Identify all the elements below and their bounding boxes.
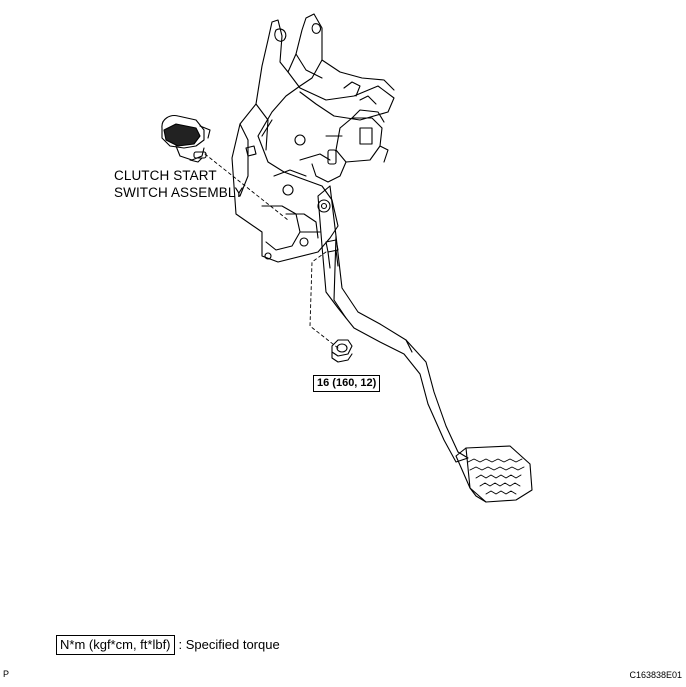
switch-label-line1: CLUTCH START (114, 168, 217, 183)
figure-code: C163838E01 (629, 670, 682, 680)
torque-callout: 16 (160, 12) (313, 375, 381, 392)
switch-mount (299, 95, 389, 183)
switch-label-line2: SWITCH ASSEMBLY (114, 185, 244, 200)
clutch-start-switch (161, 115, 211, 163)
clutch-pedal-lever (317, 185, 533, 503)
legend: N*m (kgf*cm, ft*lbf) : Specified torque (56, 635, 280, 655)
switch-label: CLUTCH START SWITCH ASSEMBLY (114, 167, 244, 201)
page-code-left: P (3, 669, 10, 679)
pedal-support-bracket (231, 13, 395, 263)
nut-leader-line (309, 251, 339, 349)
legend-text: : Specified torque (178, 637, 280, 652)
stud-bolt (325, 239, 339, 269)
legend-box: N*m (kgf*cm, ft*lbf) (56, 635, 175, 655)
hex-nut (331, 339, 353, 363)
switch-leader-line (204, 153, 289, 221)
